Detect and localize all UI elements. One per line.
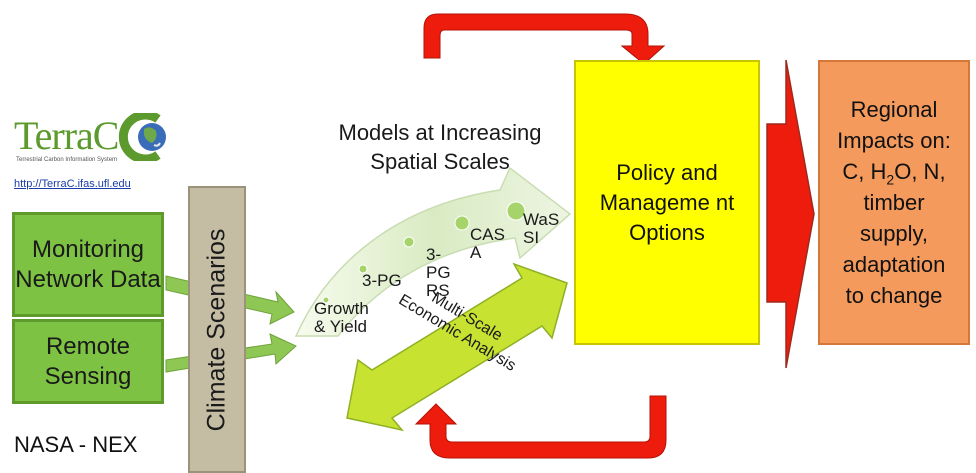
regional-line-3: C, H2O, N, — [842, 159, 946, 188]
globe-icon — [118, 113, 166, 161]
large-right-arrow — [766, 59, 815, 369]
regional-line-7: to change — [845, 283, 943, 308]
policy-label: Policy and Manageme nt Options — [599, 159, 735, 245]
model-3pg-rs: 3-PG RS — [426, 245, 451, 300]
regional-line-6: adaptation — [842, 252, 946, 277]
model-3pg: 3-PG — [362, 271, 402, 290]
climate-scenarios-bar: Climate Scenarios — [188, 186, 246, 473]
regional-line-2: Impacts on: — [837, 128, 951, 153]
model-dot-2 — [358, 264, 368, 274]
top-red-arrow — [423, 13, 666, 65]
monitoring-network-box: Monitoring Network Data — [12, 212, 164, 317]
logo-link[interactable]: http://TerraC.ifas.ufl.edu — [14, 178, 131, 190]
model-growth-yield: Growth & Yield — [314, 299, 369, 336]
regional-line-4: timber — [863, 190, 925, 215]
bottom-red-arrow — [414, 395, 667, 459]
model-dot-5 — [506, 201, 526, 221]
climate-scenarios-label: Climate Scenarios — [202, 228, 231, 431]
model-dot-1 — [322, 296, 330, 304]
monitoring-label: Monitoring Network Data — [15, 235, 161, 293]
terrac-logo: TerraC — [14, 112, 119, 159]
logo-text: TerraC — [14, 113, 119, 158]
models-curved-arrow — [294, 166, 572, 337]
remote-sensing-label: Remote Sensing — [44, 332, 132, 390]
model-wassi: WaS SI — [523, 210, 560, 247]
economic-double-arrow — [346, 262, 568, 432]
remote-sensing-box: Remote Sensing — [12, 319, 164, 404]
model-dot-4 — [454, 215, 470, 231]
policy-options-box: Policy and Manageme nt Options — [574, 60, 760, 345]
model-dot-3 — [403, 236, 415, 248]
regional-line-5: supply, — [859, 221, 929, 246]
regional-impacts-box: Regional Impacts on: C, H2O, N, timber s… — [818, 60, 970, 345]
logo-subtitle: Terrestrial Carbon Information System — [16, 157, 118, 163]
models-title: Models at Increasing Spatial Scales — [338, 120, 542, 174]
model-casa: CAS A — [470, 225, 505, 262]
regional-line-1: Regional — [850, 97, 938, 122]
nasa-nex-label: NASA - NEX — [14, 432, 138, 457]
regional-impacts-text: Regional Impacts on: C, H2O, N, timber s… — [837, 94, 951, 311]
